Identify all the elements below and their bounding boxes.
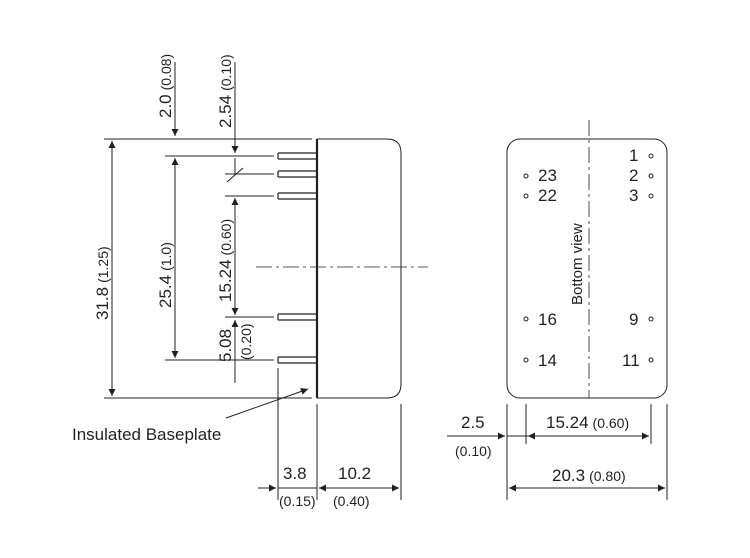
pin-14-dot [523, 357, 529, 363]
pin-1-dot [648, 153, 654, 159]
pin-23-dot [523, 173, 529, 179]
pin-14-label: 14 [538, 351, 557, 370]
pin-22-dot [523, 193, 529, 199]
dim-pin-span: 25.4(1.0) [156, 242, 175, 308]
pin-9-dot [648, 316, 654, 322]
dim-top-pitch: 2.54(0.10) [216, 54, 235, 128]
dim-overall-height: 31.8(1.25) [93, 246, 112, 320]
dim-body-depth-in: (0.40) [333, 493, 370, 509]
baseplate-leader [225, 388, 309, 419]
pin-23-label: 23 [538, 166, 557, 185]
dim-top-gap: 2.0(0.08) [156, 54, 175, 118]
dim-overall-width: 20.3(0.80) [552, 466, 626, 485]
side-extension-lines [104, 138, 402, 500]
pin-2-label: 2 [629, 166, 638, 185]
pin-11-dot [648, 357, 654, 363]
dim-mid-span: 15.24(0.60) [216, 219, 235, 302]
module-footprint [506, 138, 668, 399]
bottom-view: Bottom view 23 22 16 14 1 2 3 9 11 2.5 (… [447, 120, 668, 500]
dim-pin-length-mm: 3.8 [283, 464, 307, 483]
side-view: 2.0(0.08) 2.54(0.10) 31.8(1.25) 25.4(1.0… [72, 54, 428, 509]
side-pins [277, 152, 317, 364]
pin-22-label: 22 [538, 186, 557, 205]
dim-bottom-pitch-in: (0.20) [238, 323, 254, 360]
module-body [317, 138, 402, 399]
dim-body-depth-mm: 10.2 [338, 464, 371, 483]
dim-pin-length-in: (0.15) [279, 493, 316, 509]
pin-3-dot [648, 193, 654, 199]
baseplate-label: Insulated Baseplate [72, 425, 221, 444]
dim-bottom-pitch-mm: 5.08 [216, 329, 235, 362]
pin-2-dot [648, 173, 654, 179]
pin-16-dot [523, 316, 529, 322]
bottom-view-label: Bottom view [569, 223, 586, 305]
dim-edge-offset-in: (0.10) [455, 443, 492, 459]
pin-9-label: 9 [629, 310, 638, 329]
dim-edge-offset-mm: 2.5 [461, 413, 485, 432]
pin-16-label: 16 [538, 310, 557, 329]
pin-11-label: 11 [622, 351, 640, 370]
pin-1-label: 1 [629, 146, 638, 165]
pin-3-label: 3 [629, 186, 638, 205]
dim-row-spacing: 15.24(0.60) [546, 413, 629, 432]
dim-top-pitch-tick [226, 167, 244, 183]
